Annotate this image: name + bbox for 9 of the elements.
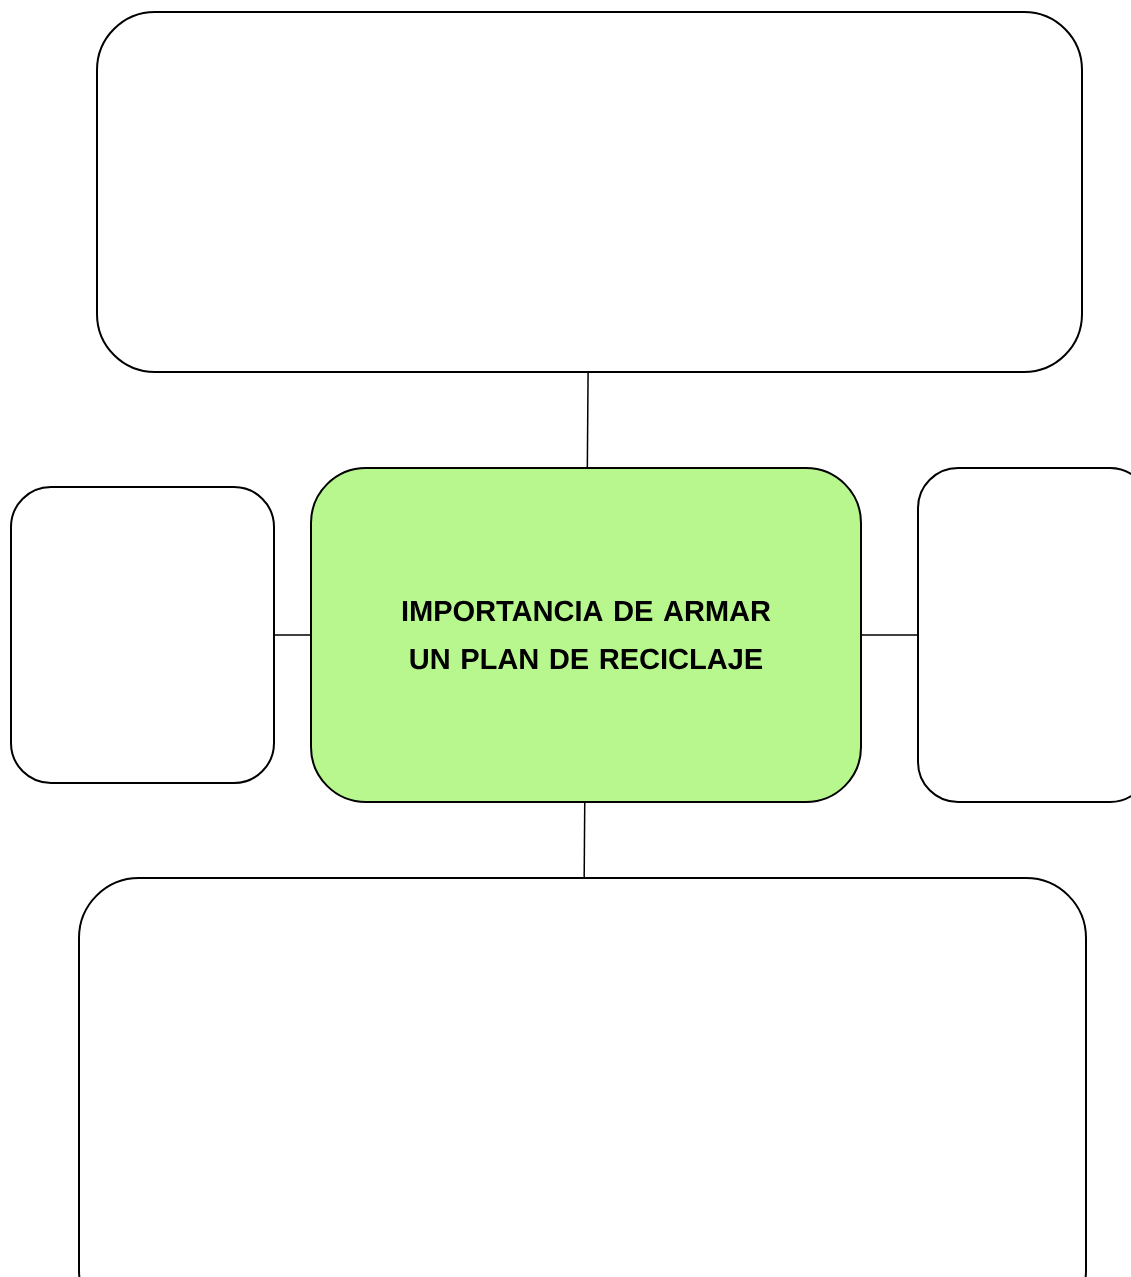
empty-box — [10, 486, 275, 784]
connector-line — [583, 802, 586, 878]
empty-box — [96, 11, 1083, 373]
connector-line — [274, 634, 311, 636]
empty-box — [78, 877, 1087, 1277]
topic-box: IMPORTANCIA DE ARMAR UN PLAN DE RECICLAJE — [310, 467, 862, 803]
connector-line — [586, 372, 589, 468]
empty-box — [917, 467, 1131, 803]
connector-line — [861, 634, 918, 636]
